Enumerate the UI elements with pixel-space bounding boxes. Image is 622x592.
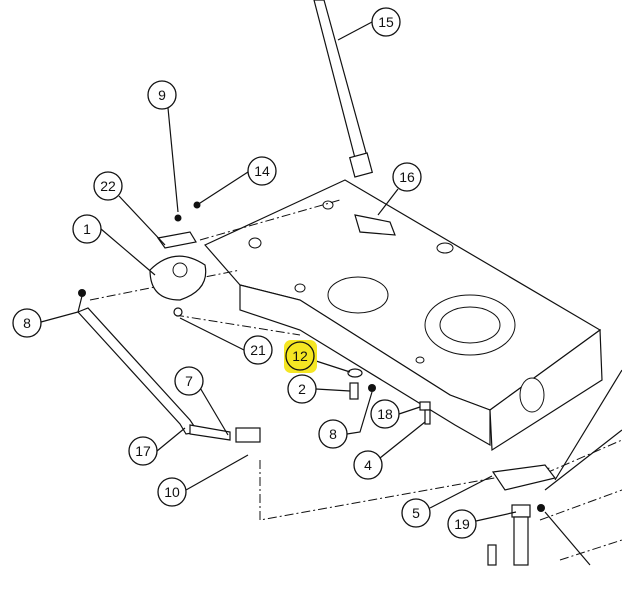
frame xyxy=(204,179,603,452)
callout-label: 19 xyxy=(454,516,470,532)
callout-label: 14 xyxy=(254,163,270,179)
callout-14[interactable]: 14 xyxy=(247,156,277,186)
callout-label: 4 xyxy=(364,457,372,473)
callout-21[interactable]: 21 xyxy=(243,335,273,365)
callout-label: 22 xyxy=(100,178,116,194)
callout-label: 15 xyxy=(378,14,394,30)
callout-label: 2 xyxy=(298,381,306,397)
callout-8-upper[interactable]: 8 xyxy=(12,308,42,338)
callout-16[interactable]: 16 xyxy=(392,162,422,192)
callout-label: 10 xyxy=(164,484,180,500)
callout-4[interactable]: 4 xyxy=(353,450,383,480)
callout-8-lower[interactable]: 8 xyxy=(318,419,348,449)
callout-label: 18 xyxy=(377,406,393,422)
leader-lines xyxy=(40,21,622,566)
callout-19[interactable]: 19 xyxy=(447,509,477,539)
callout-label: 16 xyxy=(399,169,415,185)
callout-label: 7 xyxy=(185,373,193,389)
callout-label: 21 xyxy=(250,342,266,358)
small-parts xyxy=(347,368,557,566)
callout-label: 9 xyxy=(158,87,166,103)
callout-label: 17 xyxy=(135,443,151,459)
bellcrank xyxy=(149,201,207,317)
callout-label: 8 xyxy=(23,315,31,331)
callout-label: 5 xyxy=(412,505,420,521)
drag-link xyxy=(76,289,261,443)
callout-10[interactable]: 10 xyxy=(157,477,187,507)
callout-2[interactable]: 2 xyxy=(287,374,317,404)
callout-label: 1 xyxy=(83,221,91,237)
callout-1[interactable]: 1 xyxy=(72,214,102,244)
callout-17[interactable]: 17 xyxy=(128,436,158,466)
callout-15[interactable]: 15 xyxy=(371,7,401,37)
callout-label: 12 xyxy=(292,348,308,364)
steering-shaft xyxy=(313,0,374,178)
callout-7[interactable]: 7 xyxy=(174,366,204,396)
callout-9[interactable]: 9 xyxy=(147,80,177,110)
callout-18[interactable]: 18 xyxy=(370,399,400,429)
callout-5[interactable]: 5 xyxy=(401,498,431,528)
callout-label: 8 xyxy=(329,426,337,442)
bottom-margin xyxy=(0,566,622,592)
callout-22[interactable]: 22 xyxy=(93,171,123,201)
callout-12-highlighted[interactable]: 12 xyxy=(284,340,317,373)
